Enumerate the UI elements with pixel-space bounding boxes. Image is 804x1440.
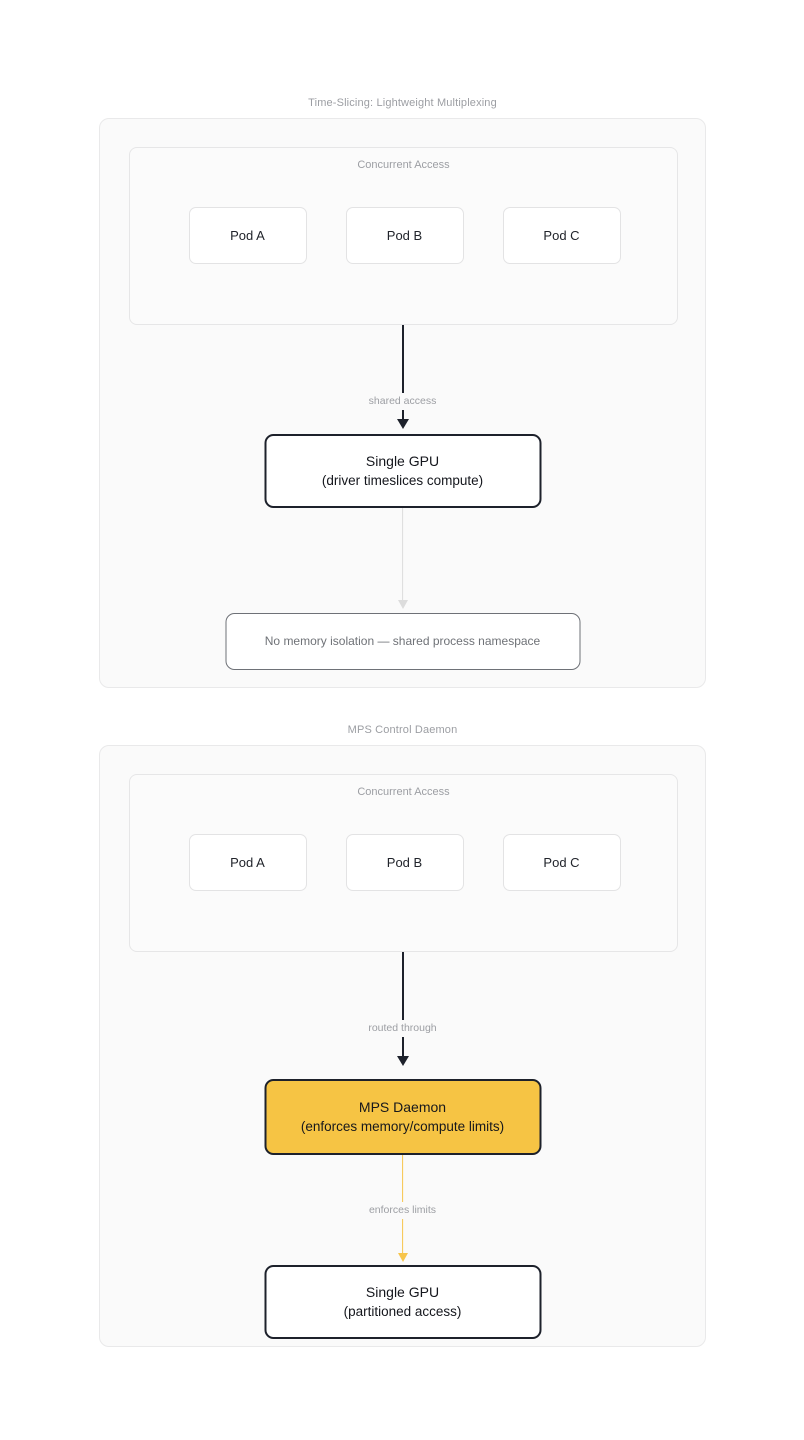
panel-title-time-slicing: Time-Slicing: Lightweight Multiplexing <box>308 97 497 109</box>
node-no-memory-isolation-note: No memory isolation — shared process nam… <box>225 613 580 670</box>
edge-line-shared-access <box>401 325 404 425</box>
node-single-gpu-mps[interactable]: Single GPU (partitioned access) <box>264 1265 541 1339</box>
edge-line-no-isolation <box>401 508 404 605</box>
edge-label-enforces-limits: enforces limits <box>363 1202 442 1219</box>
pod-box-c[interactable]: Pod C <box>502 834 621 891</box>
node-single-gpu-timeslicing[interactable]: Single GPU (driver timeslices compute) <box>264 434 541 508</box>
panel-time-slicing: Time-Slicing: Lightweight Multiplexing C… <box>99 96 706 688</box>
node-title: Single GPU <box>365 1284 440 1300</box>
node-subtitle: (driver timeslices compute) <box>321 473 484 488</box>
cluster-concurrent-access-time-slicing: Concurrent Access Pod A Pod B Pod C <box>129 147 678 325</box>
pod-label: Pod C <box>543 228 580 243</box>
panel-frame-time-slicing: Concurrent Access Pod A Pod B Pod C shar… <box>99 118 706 688</box>
edge-arrowhead-no-isolation <box>397 600 408 609</box>
panel-title-mps-control-daemon: MPS Control Daemon <box>347 724 458 736</box>
panel-mps-control-daemon: MPS Control Daemon Concurrent Access Pod… <box>99 723 706 1347</box>
panel-frame-mps: Concurrent Access Pod A Pod B Pod C rout… <box>99 745 706 1347</box>
edge-arrowhead-routed-through <box>396 1056 409 1066</box>
pod-box-a[interactable]: Pod A <box>188 834 307 891</box>
pod-box-a[interactable]: Pod A <box>188 207 307 264</box>
node-title: MPS Daemon <box>358 1099 447 1115</box>
edge-arrowhead-enforces-limits <box>397 1253 408 1262</box>
cluster-concurrent-access-mps: Concurrent Access Pod A Pod B Pod C <box>129 774 678 952</box>
cluster-title-concurrent-access: Concurrent Access <box>357 786 450 798</box>
pod-label: Pod B <box>386 855 423 870</box>
pod-box-b[interactable]: Pod B <box>345 834 464 891</box>
pod-row: Pod A Pod B Pod C <box>130 207 679 264</box>
edge-label-shared-access: shared access <box>363 393 442 410</box>
node-note-text: No memory isolation — shared process nam… <box>264 634 541 648</box>
node-subtitle: (enforces memory/compute limits) <box>300 1119 505 1134</box>
pod-label: Pod C <box>543 855 580 870</box>
pod-box-c[interactable]: Pod C <box>502 207 621 264</box>
edge-label-routed-through: routed through <box>363 1020 442 1037</box>
pod-row: Pod A Pod B Pod C <box>130 834 679 891</box>
pod-label: Pod A <box>230 228 265 243</box>
pod-box-b[interactable]: Pod B <box>345 207 464 264</box>
node-mps-daemon[interactable]: MPS Daemon (enforces memory/compute limi… <box>264 1079 541 1155</box>
node-title: Single GPU <box>365 453 440 469</box>
pod-label: Pod B <box>386 228 423 243</box>
edge-arrowhead-shared-access <box>396 419 409 429</box>
node-subtitle: (partitioned access) <box>343 1304 462 1319</box>
edge-line-routed-through <box>401 952 404 1062</box>
pod-label: Pod A <box>230 855 265 870</box>
cluster-title-concurrent-access: Concurrent Access <box>357 159 450 171</box>
